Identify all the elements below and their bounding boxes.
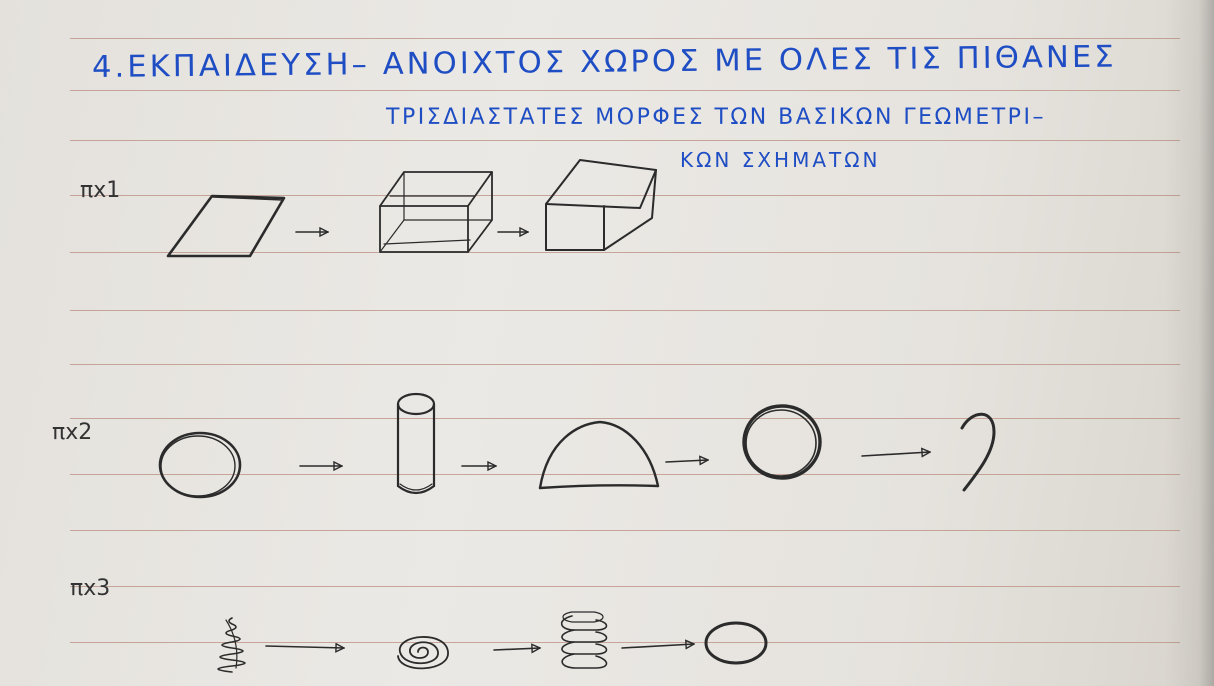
example-2-label: πx2: [52, 420, 93, 445]
circle-sketch: [158, 431, 242, 499]
ruled-line: [70, 195, 1180, 196]
ruled-line: [70, 38, 1180, 39]
hook-sketch: [960, 412, 996, 492]
ruled-line: [70, 140, 1180, 141]
ruled-line: [70, 474, 1180, 475]
sphere-sketch: [742, 404, 822, 480]
arrow-icon: [493, 648, 540, 650]
arrow-icon: [621, 644, 694, 648]
open-box-sketch: [379, 171, 493, 253]
ruled-line: [70, 418, 1180, 419]
cylinder-sketch: [396, 392, 436, 495]
example-3-label: πx3: [70, 576, 111, 601]
heading-line-3: ΚΩΝ ΣΧΗΜΑΤΩΝ: [680, 148, 881, 172]
flat-spiral-sketch: [397, 636, 449, 670]
ruled-line: [70, 642, 1180, 643]
ruled-line: [70, 530, 1180, 531]
ruled-line: [70, 252, 1180, 253]
parallelogram-sketch: [166, 194, 286, 258]
page-edge-shadow: [1164, 0, 1214, 686]
ellipse-sketch: [704, 621, 768, 665]
cone-spring-sketch: [217, 617, 246, 673]
ruled-line: [70, 364, 1180, 365]
coil-spring-sketch: [560, 611, 608, 669]
ruled-line: [70, 90, 1180, 91]
arrow-icon: [861, 452, 930, 456]
heading-line-2: ΤΡΙΣΔΙΑΣΤΑΤΕΣ ΜΟΡΦΕΣ ΤΩΝ ΒΑΣΙΚΩΝ ΓΕΩΜΕΤΡ…: [386, 105, 1046, 130]
example-1-label: πx1: [80, 178, 121, 203]
arrow-icon: [665, 460, 708, 462]
arrow-icon: [265, 646, 344, 648]
dome-sketch: [538, 420, 660, 490]
ruled-line: [70, 586, 1180, 587]
ruled-line: [70, 310, 1180, 311]
cuboid-sketch: [545, 159, 657, 251]
